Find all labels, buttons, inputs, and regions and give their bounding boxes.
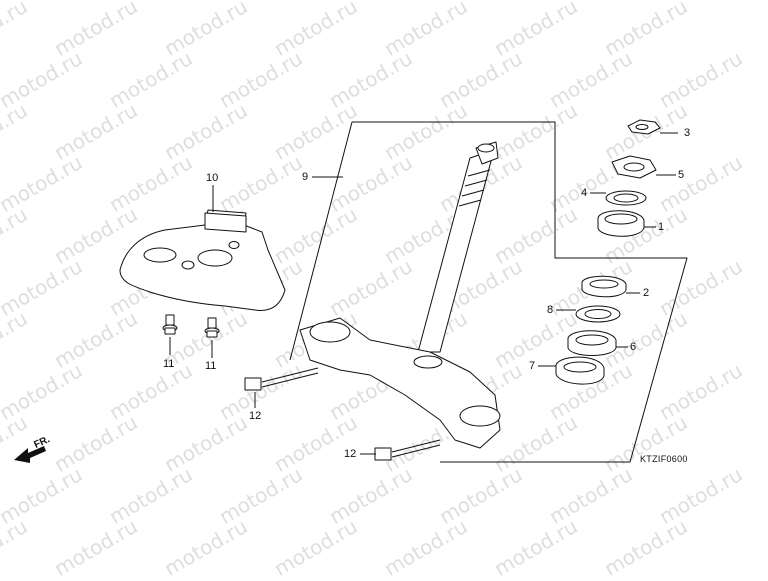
cover-hole-left: [143, 247, 177, 263]
cover-washer-2: [228, 241, 240, 249]
callout-7: 7: [529, 360, 536, 372]
callout-12-upper: 12: [249, 410, 262, 422]
callout-2: 2: [643, 287, 650, 299]
assembly-boundary: [352, 121, 688, 463]
callout-5: 5: [678, 169, 685, 181]
callout-12-lower: 12: [344, 448, 357, 460]
callout-11-right: 11: [205, 360, 217, 372]
part-4-bearing: [605, 190, 647, 206]
callout-10: 10: [206, 172, 219, 184]
callout-3: 3: [684, 127, 691, 139]
bolt-12-lower: [374, 439, 441, 461]
callout-1: 1: [658, 221, 665, 233]
part-6-race: [567, 330, 617, 356]
clamp-right-boss: [459, 405, 501, 427]
part-1-race: [597, 210, 645, 237]
cover-hole-right: [197, 249, 233, 267]
part-2-race: [581, 275, 627, 298]
front-arrow-icon: [14, 446, 46, 463]
part-8-bearing: [575, 305, 621, 323]
screw-11-left: [162, 314, 178, 335]
cover-tab: [204, 212, 247, 233]
cover-washer: [181, 260, 195, 270]
callout-9: 9: [302, 171, 309, 183]
callout-11-left: 11: [163, 358, 175, 370]
part-3-nut: [627, 119, 661, 135]
clamp-left-boss: [309, 321, 351, 343]
callout-6: 6: [630, 341, 637, 353]
steering-stem: [417, 149, 495, 353]
assembly-boundary-left: [289, 121, 353, 361]
callout-4: 4: [581, 187, 588, 199]
screw-11-right: [204, 317, 220, 338]
lower-triple-clamp: [299, 317, 501, 449]
part-7-seal: [555, 356, 605, 385]
callout-8: 8: [547, 304, 554, 316]
stem-cap: [477, 143, 495, 153]
diagram-code: KTZIF0600: [640, 454, 688, 464]
bolt-12-upper: [244, 367, 319, 391]
clamp-center: [413, 355, 443, 369]
part-5-locknut: [611, 155, 657, 179]
